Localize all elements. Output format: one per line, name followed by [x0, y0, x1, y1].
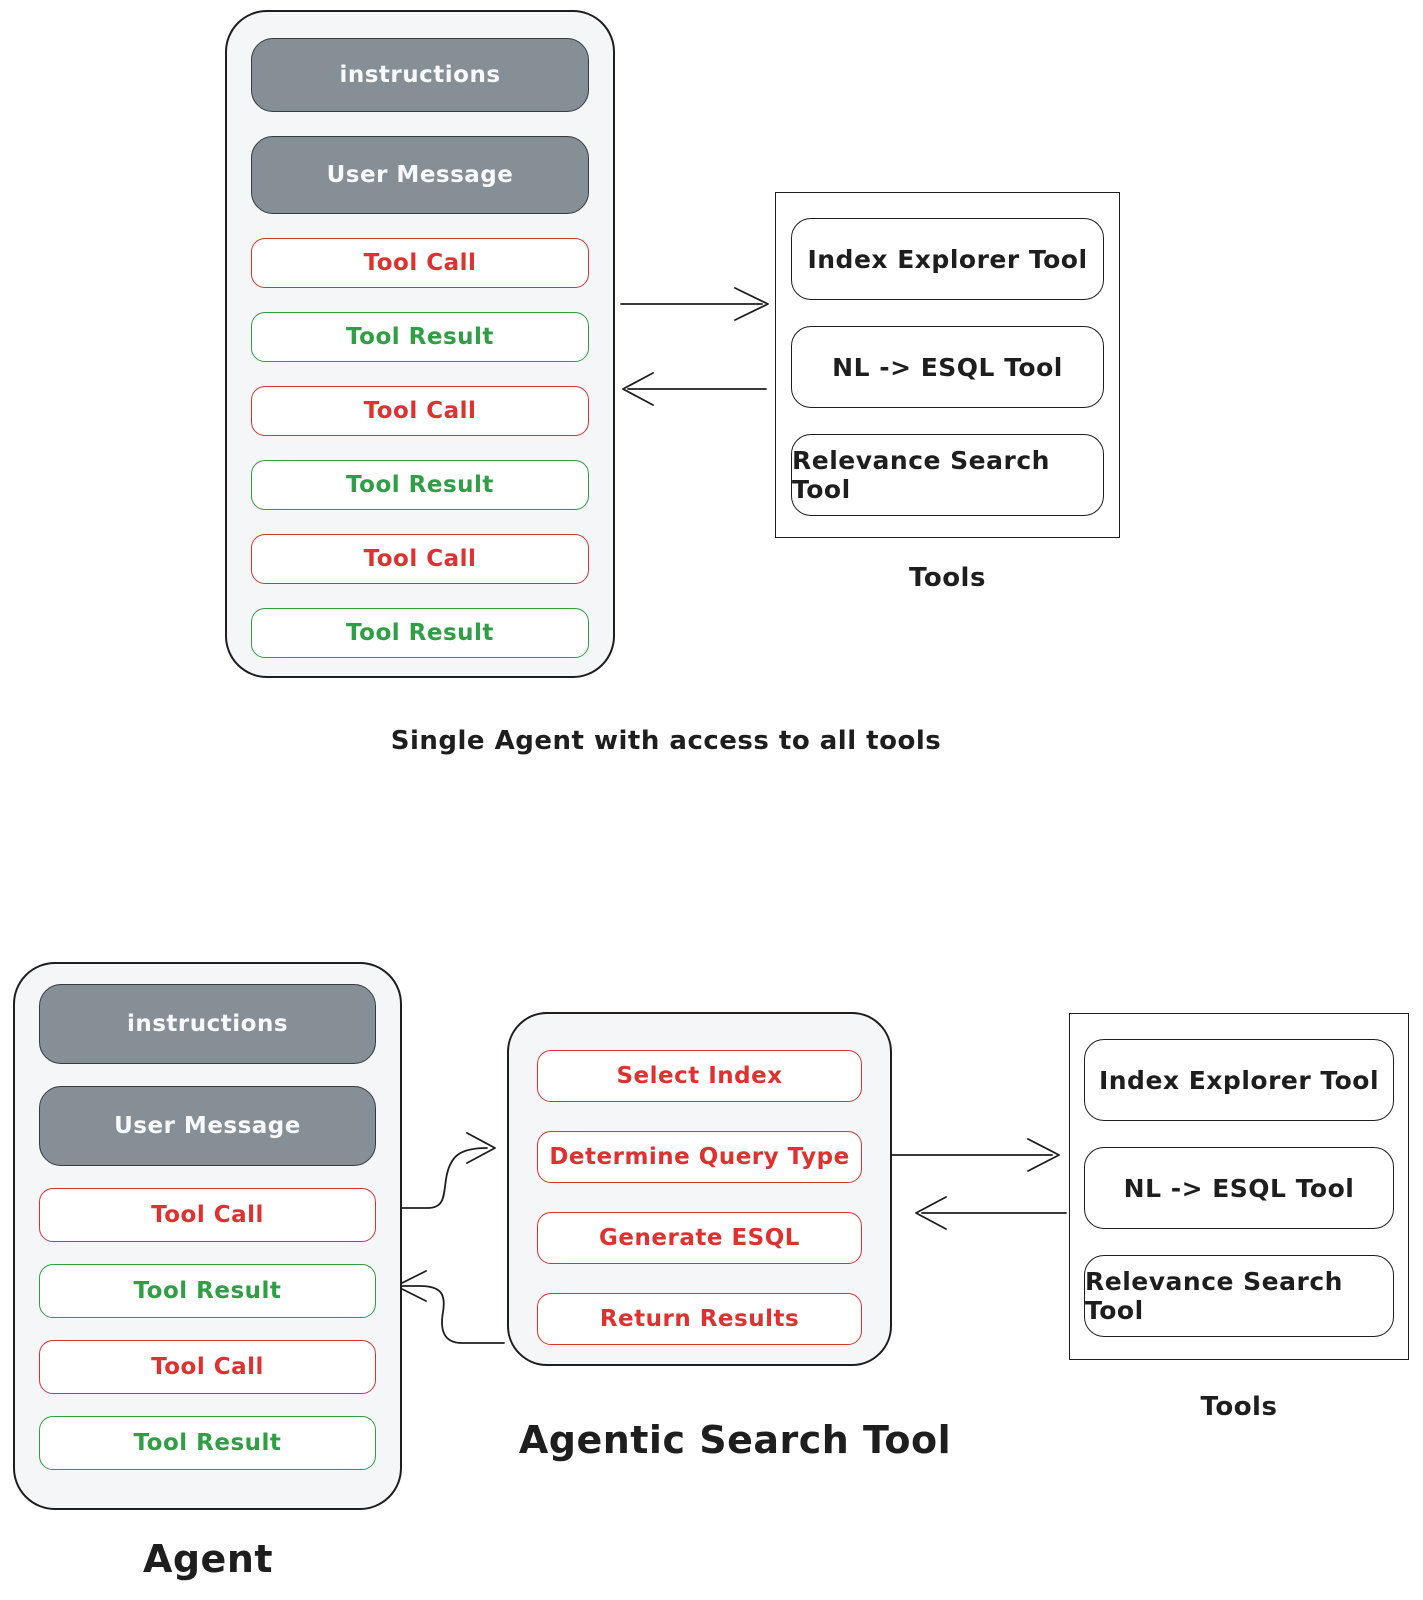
agent-caption: Agent — [142, 1537, 274, 1581]
user-message-box: User Message — [39, 1086, 376, 1166]
instructions-box: instructions — [251, 38, 589, 112]
tools-label: Tools — [909, 563, 986, 593]
index-explorer-tool-box: Index Explorer Tool — [791, 218, 1104, 300]
arrow-tools-to-agentic-search — [915, 1196, 1067, 1230]
agentic-search-tool-caption: Agentic Search Tool — [518, 1418, 952, 1462]
tool-result-box: Tool Result — [251, 460, 589, 510]
tool-result-box: Tool Result — [251, 312, 589, 362]
relevance-search-tool-box: Relevance Search Tool — [1084, 1255, 1394, 1337]
arrow-agentic-search-to-tool-result — [395, 1270, 505, 1344]
tools-panel: Index Explorer Tool NL -> ESQL Tool Rele… — [1069, 1013, 1409, 1360]
user-message-box: User Message — [251, 136, 589, 214]
select-index-step: Select Index — [537, 1050, 862, 1102]
tools-panel: Index Explorer Tool NL -> ESQL Tool Rele… — [775, 192, 1120, 538]
tool-call-box: Tool Call — [39, 1340, 376, 1394]
single-agent-caption: Single Agent with access to all tools — [390, 726, 942, 756]
determine-query-type-step: Determine Query Type — [537, 1131, 862, 1183]
arrow-single-agent-to-tools — [620, 287, 769, 321]
tool-call-box: Tool Call — [39, 1188, 376, 1242]
tool-call-box: Tool Call — [251, 386, 589, 436]
nl-to-esql-tool-box: NL -> ESQL Tool — [791, 326, 1104, 408]
tool-result-box: Tool Result — [251, 608, 589, 658]
generate-esql-step: Generate ESQL — [537, 1212, 862, 1264]
tool-result-box: Tool Result — [39, 1416, 376, 1470]
instructions-box: instructions — [39, 984, 376, 1064]
arrow-tools-to-single-agent — [622, 372, 767, 406]
single-agent-container: instructions User Message Tool Call Tool… — [225, 10, 615, 678]
tool-call-box: Tool Call — [251, 534, 589, 584]
agentic-search-tool-container: Select Index Determine Query Type Genera… — [507, 1012, 892, 1366]
arrow-tool-call-to-agentic-search — [387, 1132, 496, 1209]
agent-container: instructions User Message Tool Call Tool… — [13, 962, 402, 1510]
nl-to-esql-tool-box: NL -> ESQL Tool — [1084, 1147, 1394, 1229]
relevance-search-tool-box: Relevance Search Tool — [791, 434, 1104, 516]
tool-call-box: Tool Call — [251, 238, 589, 288]
index-explorer-tool-box: Index Explorer Tool — [1084, 1039, 1394, 1121]
return-results-step: Return Results — [537, 1293, 862, 1345]
tool-result-box: Tool Result — [39, 1264, 376, 1318]
arrow-agentic-search-to-tools — [887, 1138, 1060, 1172]
tools-label: Tools — [1200, 1392, 1278, 1422]
